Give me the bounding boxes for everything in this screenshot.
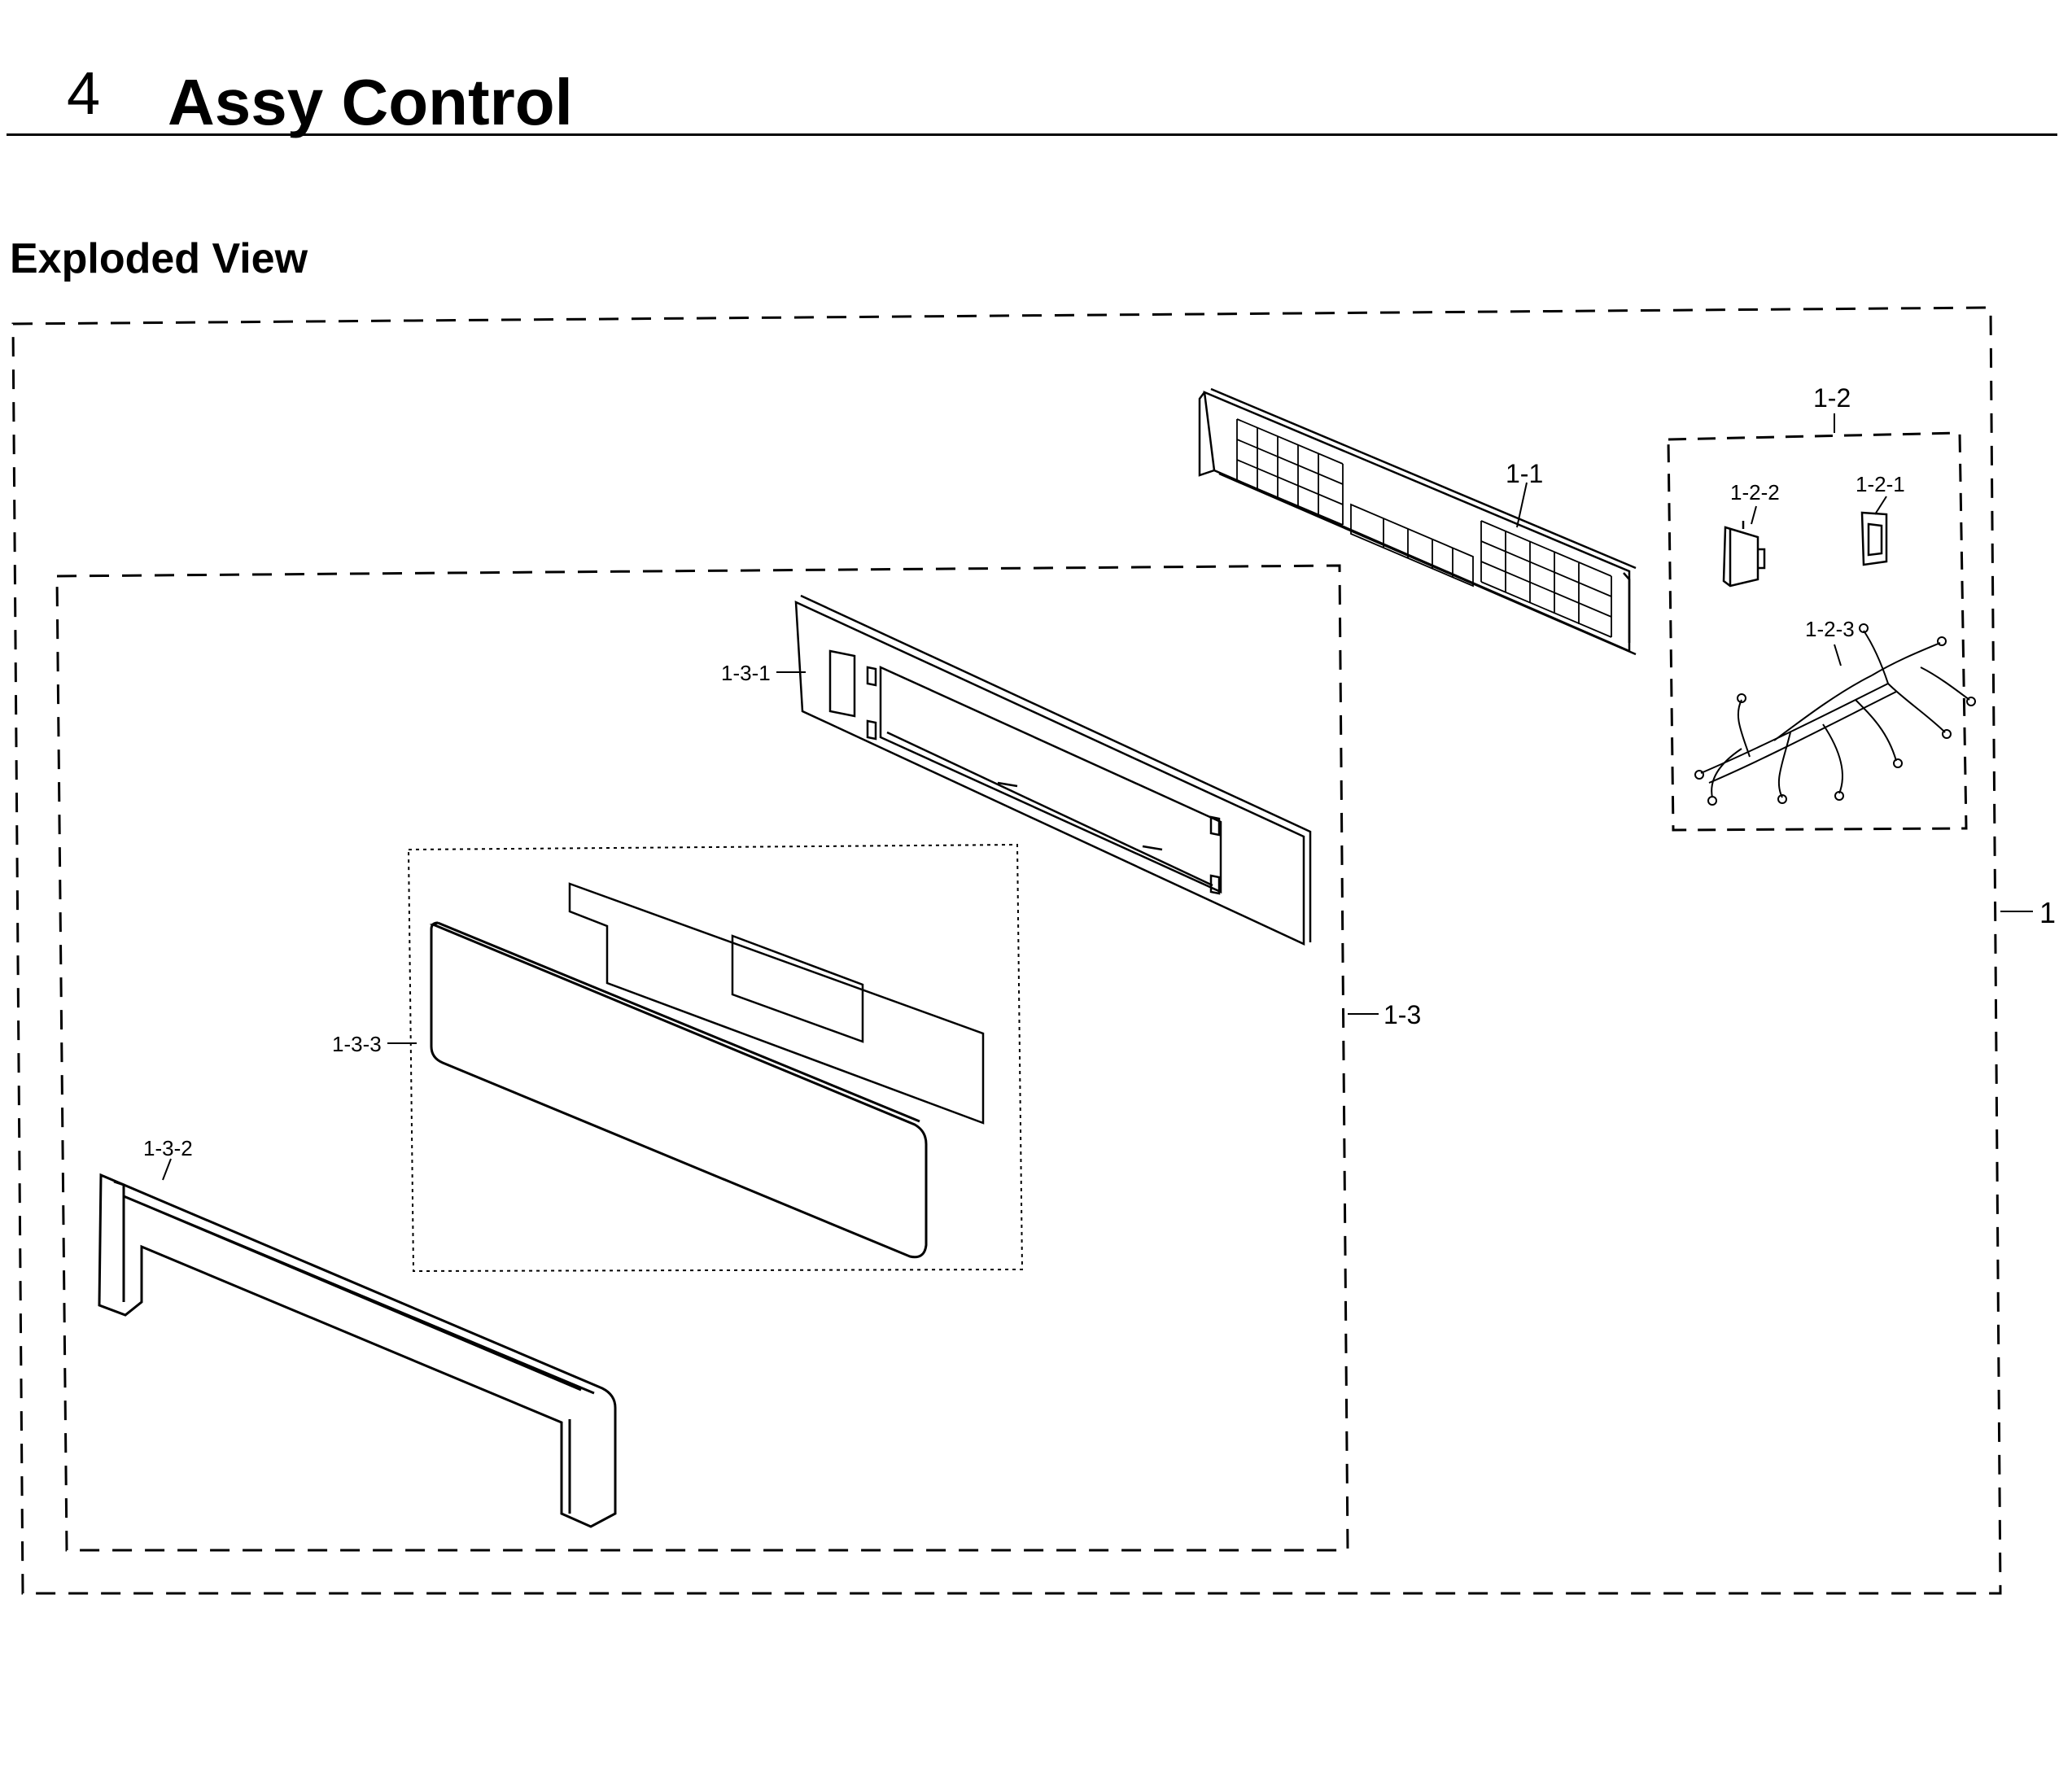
part-1-2-1-connector (1860, 511, 1888, 566)
callout-1-2: 1-2 (1813, 383, 1851, 413)
callout-1-3: 1-3 (1384, 1000, 1421, 1029)
callout-1-3-2: 1-3-2 (143, 1136, 193, 1160)
exploded-view-heading: Exploded View (10, 235, 308, 282)
frame-part (794, 594, 1312, 946)
callout-1-1: 1-1 (1506, 459, 1543, 488)
trim-part (98, 1173, 617, 1528)
section-number: 4 (67, 59, 101, 127)
display-window-film-part (568, 882, 985, 1125)
panel-group-1-3-3-boundary (407, 843, 1024, 1273)
callout-1: 1 (2039, 896, 2056, 929)
callout-1-2-2: 1-2-2 (1730, 480, 1780, 505)
callout-1-3-1: 1-3-1 (721, 661, 771, 685)
leader-lines (162, 413, 2033, 1181)
pcb-bracket-part (1198, 387, 1637, 656)
callout-1-3-3: 1-3-3 (332, 1032, 382, 1056)
sub-assembly-1-2-boundary (1667, 431, 1968, 832)
part-1-2-2-bracket (1722, 521, 1766, 588)
wire-harness-part (1694, 623, 1976, 806)
title-rule (7, 133, 2057, 136)
callout-1-2-3: 1-2-3 (1805, 617, 1855, 641)
callout-1-2-1: 1-2-1 (1856, 472, 1905, 496)
section-title: Assy Control (168, 66, 573, 138)
sub-assembly-1-3-boundary (55, 564, 1349, 1552)
assembly-1-boundary (11, 306, 2002, 1595)
front-panel-part (429, 921, 928, 1259)
